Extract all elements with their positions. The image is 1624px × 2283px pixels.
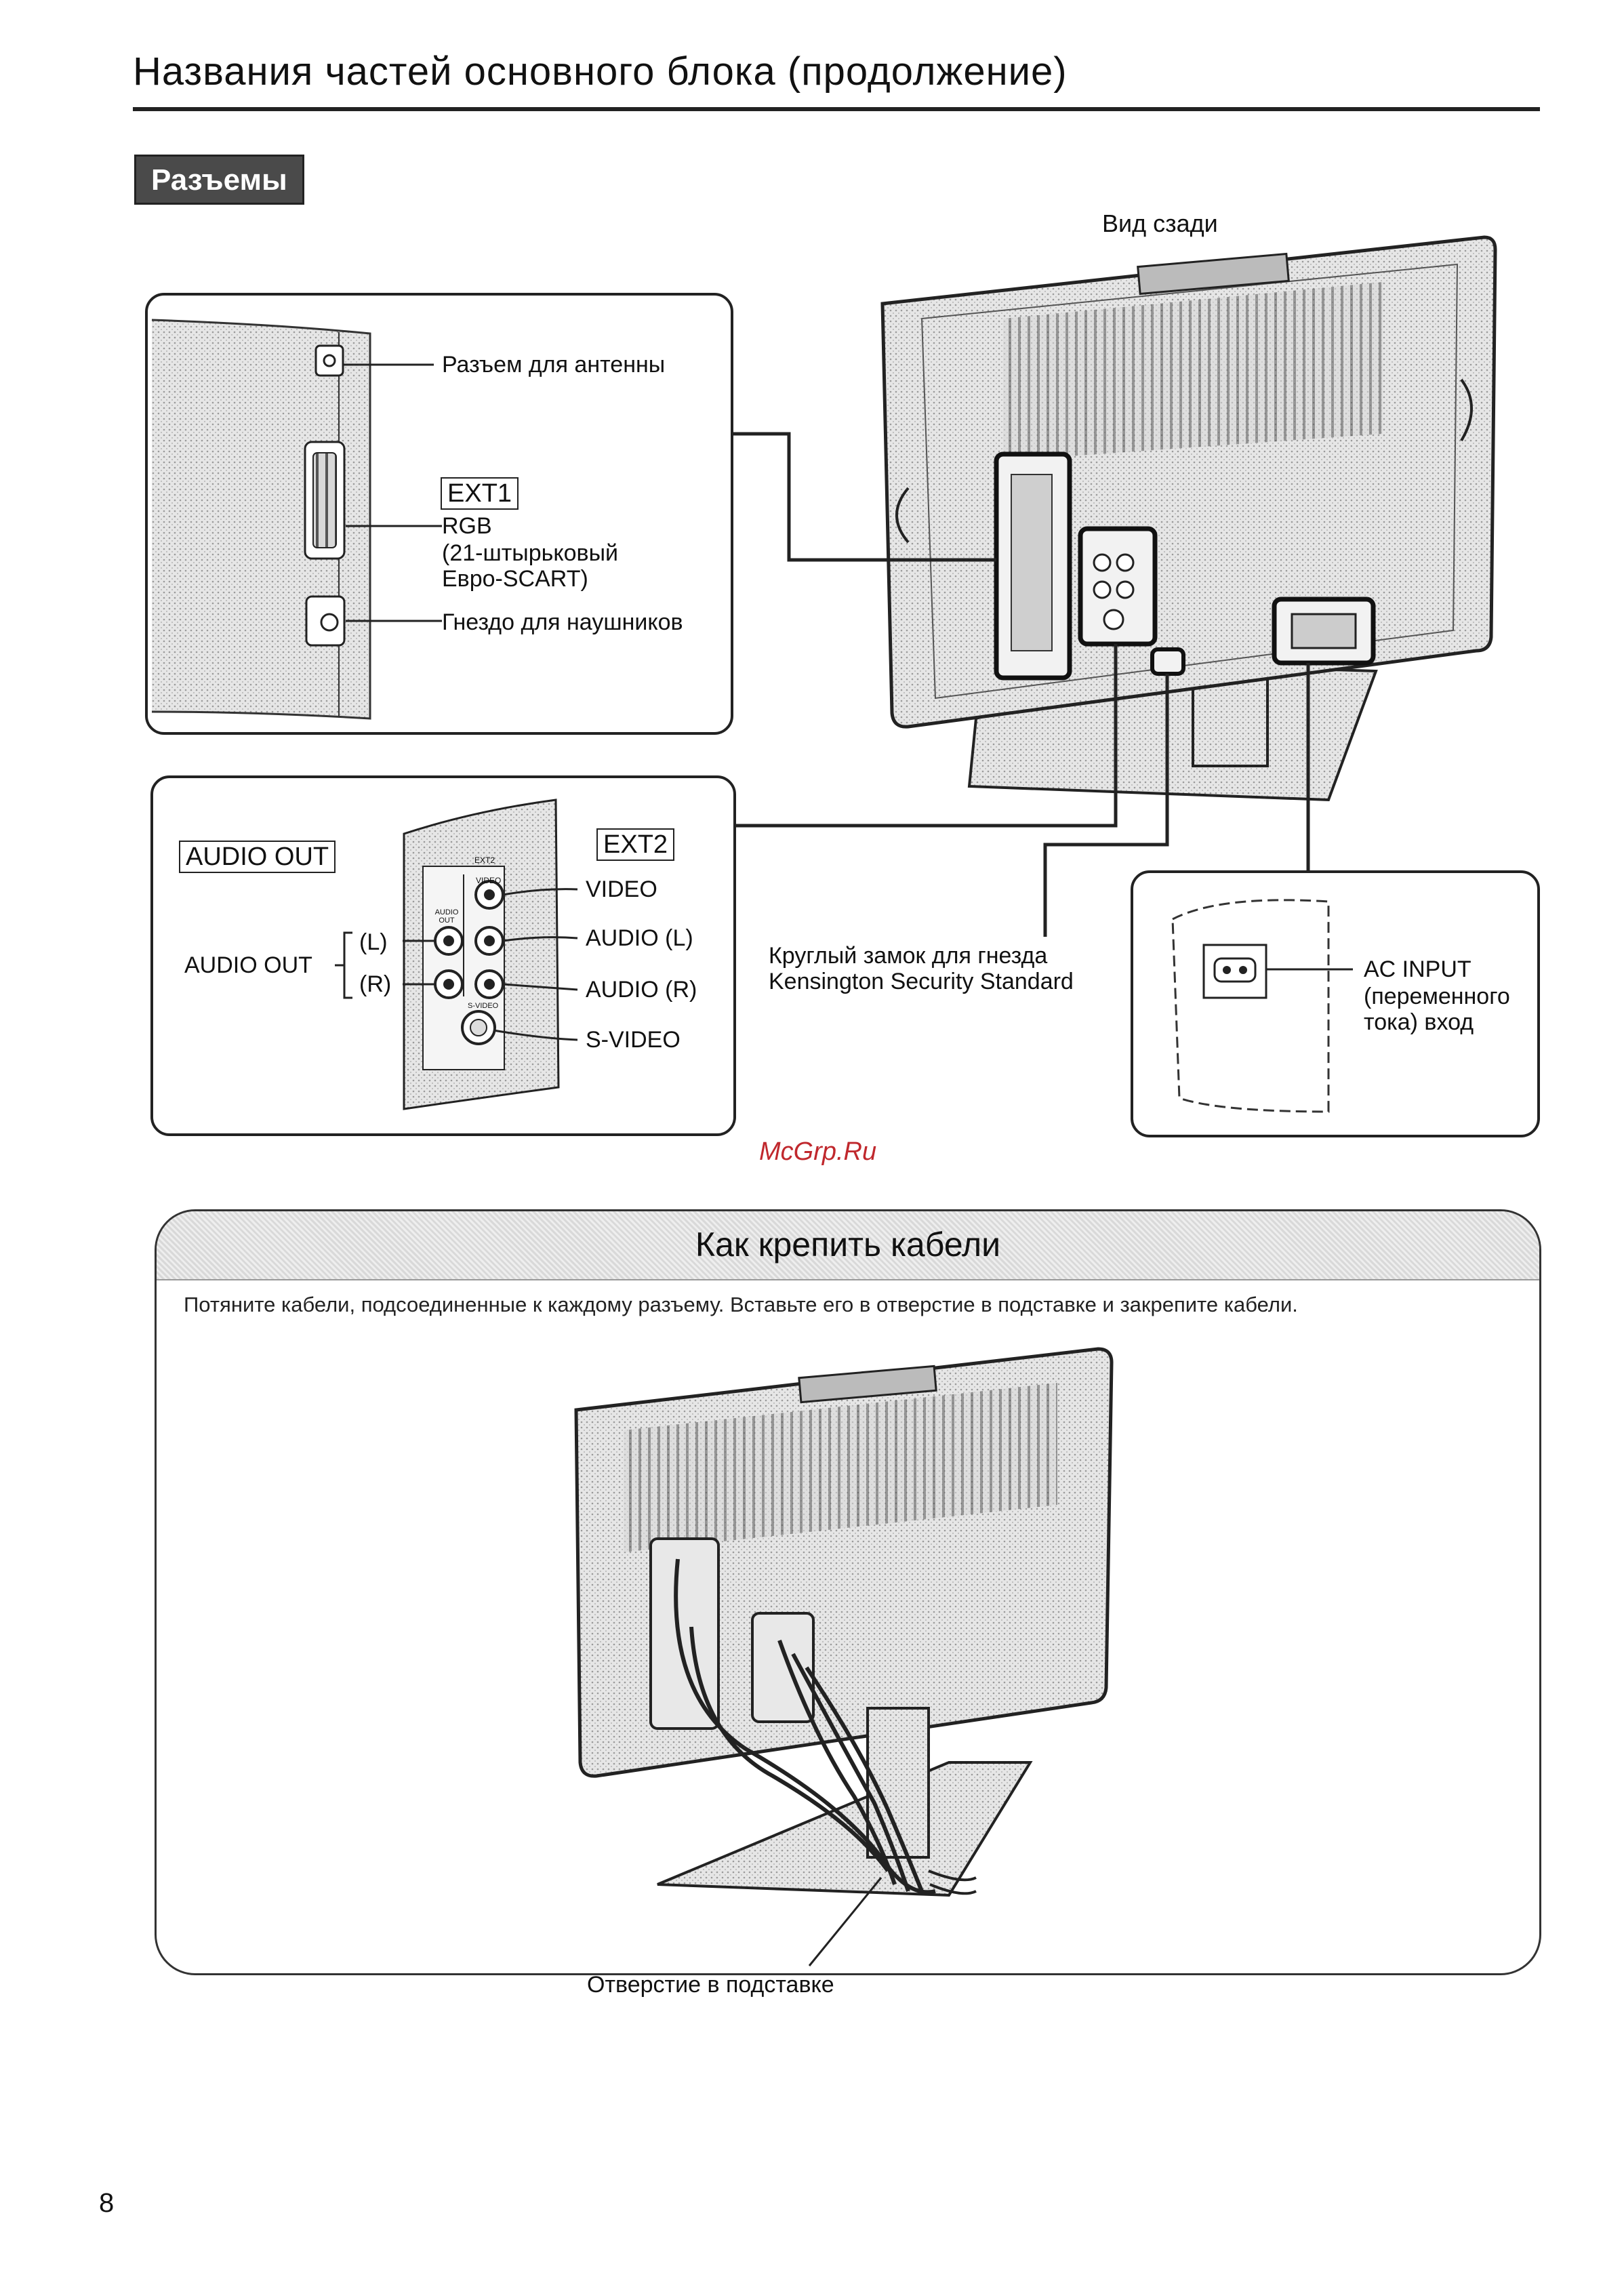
audio-out-right-label: (R) (359, 971, 392, 997)
ac-input-label-line1: AC INPUT (1364, 956, 1471, 982)
tv-rear-illustration (880, 235, 1497, 802)
title-divider (133, 107, 1540, 111)
video-label: VIDEO (586, 876, 657, 902)
kensington-label-line2: Kensington Security Standard (769, 969, 1074, 994)
audio-out-label: AUDIO OUT (184, 952, 312, 978)
ac-input-panel (1131, 870, 1540, 1137)
audio-r-label: AUDIO (R) (586, 977, 697, 1003)
plate-ext2-text: EXT2 (474, 855, 495, 865)
ac-input-label-line3: тока) вход (1364, 1009, 1474, 1035)
cable-tip-header: Как крепить кабели (157, 1211, 1539, 1280)
svideo-label: S-VIDEO (586, 1027, 681, 1053)
cable-tip-illustration (574, 1347, 1114, 1966)
rgb-label-line1: RGB (442, 513, 492, 539)
plate-svideo-text: S-VIDEO (468, 1002, 499, 1010)
rgb-label-line2: (21-штырьковый (442, 540, 619, 566)
plate-audio-out-text: AUDIO OUT (434, 908, 459, 925)
watermark: McGrp.Ru (759, 1137, 877, 1166)
ext2-panel (150, 775, 736, 1136)
audio-out-badge: AUDIO OUT (179, 841, 336, 873)
audio-out-left-label: (L) (359, 929, 388, 955)
kensington-label-line1: Круглый замок для гнезда (769, 943, 1048, 969)
cable-tip-text: Потяните кабели, подсоединенные к каждом… (184, 1293, 1298, 1316)
cable-tip-title: Как крепить кабели (695, 1226, 1001, 1264)
stand-hole-label: Отверстие в подставке (587, 1972, 834, 1998)
page-number: 8 (99, 2188, 115, 2218)
ext1-badge: EXT1 (441, 477, 519, 510)
audio-l-label: AUDIO (L) (586, 925, 693, 951)
ext1-panel (145, 293, 733, 735)
headphones-label: Гнездо для наушников (442, 609, 683, 635)
rear-view-label: Вид сзади (1102, 209, 1218, 237)
plate-video-text: VIDEO (476, 876, 502, 885)
ext2-badge: EXT2 (596, 828, 675, 861)
page-title: Названия частей основного блока (продолж… (133, 49, 1068, 94)
cable-tip-box: Как крепить кабели Потяните кабели, подс… (155, 1209, 1541, 1975)
section-badge: Разъемы (134, 155, 304, 205)
ac-input-label-line2: (переменного (1364, 984, 1510, 1009)
antenna-label: Разъем для антенны (442, 352, 666, 378)
rgb-label-line3: Евро-SCART) (442, 566, 588, 592)
